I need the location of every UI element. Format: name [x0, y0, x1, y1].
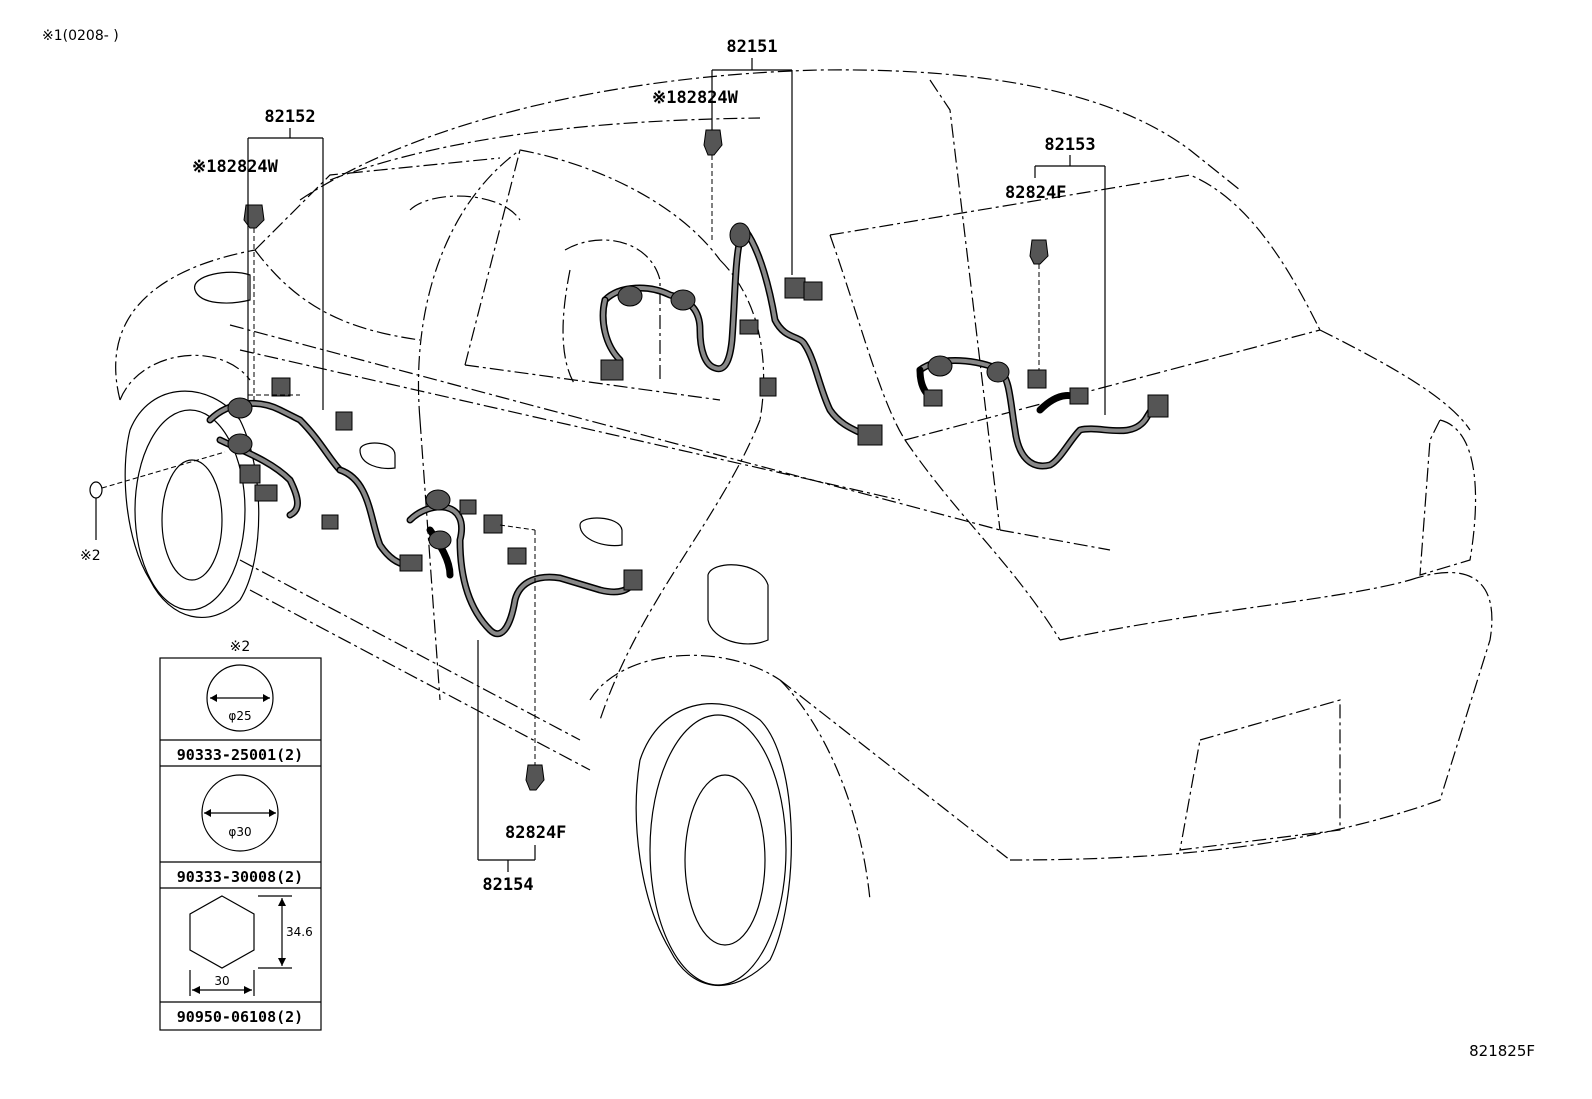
plug-row-3-dim-w: 30	[214, 974, 229, 988]
car-body-outline	[115, 69, 1493, 987]
label-82824f-bottom: 82824F	[505, 823, 566, 843]
label-82824w-right: ※182824W	[652, 88, 739, 108]
plug-table: ※2 φ25 90333-25001(2) φ30 90333-30008(2)…	[159, 639, 322, 1031]
label-82151: 82151	[726, 37, 777, 57]
plug-row-3-part: 90950-06108(2)	[177, 1008, 303, 1026]
harness-rear	[916, 355, 1169, 470]
plug-table-header: ※2	[230, 639, 251, 655]
harness-floor-center	[599, 222, 883, 446]
grommet-82824w-right	[703, 129, 723, 156]
figure-id: 821825F	[1469, 1042, 1535, 1060]
plug-hole-symbol	[89, 481, 103, 499]
harness-rear-door	[406, 489, 643, 638]
plug-row-2-part: 90333-30008(2)	[177, 868, 303, 886]
label-82152: 82152	[264, 107, 315, 127]
plug-row-1-part: 90333-25001(2)	[177, 746, 303, 764]
harness-front-door	[206, 377, 423, 572]
label-ref2-side: ※2	[80, 548, 101, 564]
plug-row-2-dim: φ30	[228, 825, 251, 839]
plug-row-3-dim-h: 34.6	[286, 925, 313, 939]
grommet-82824f-bottom	[525, 764, 545, 791]
grommet-82824f-rear	[1029, 239, 1049, 265]
label-82824w-left: ※182824W	[192, 157, 279, 177]
label-82154: 82154	[482, 875, 533, 895]
leader-lines	[95, 58, 1106, 872]
label-82824f-rear: 82824F	[1005, 183, 1066, 203]
grommet-82824w-left	[243, 204, 265, 229]
label-82153: 82153	[1044, 135, 1095, 155]
plug-row-1-dim: φ25	[228, 709, 251, 723]
note-top: ※1(0208- )	[42, 28, 119, 44]
